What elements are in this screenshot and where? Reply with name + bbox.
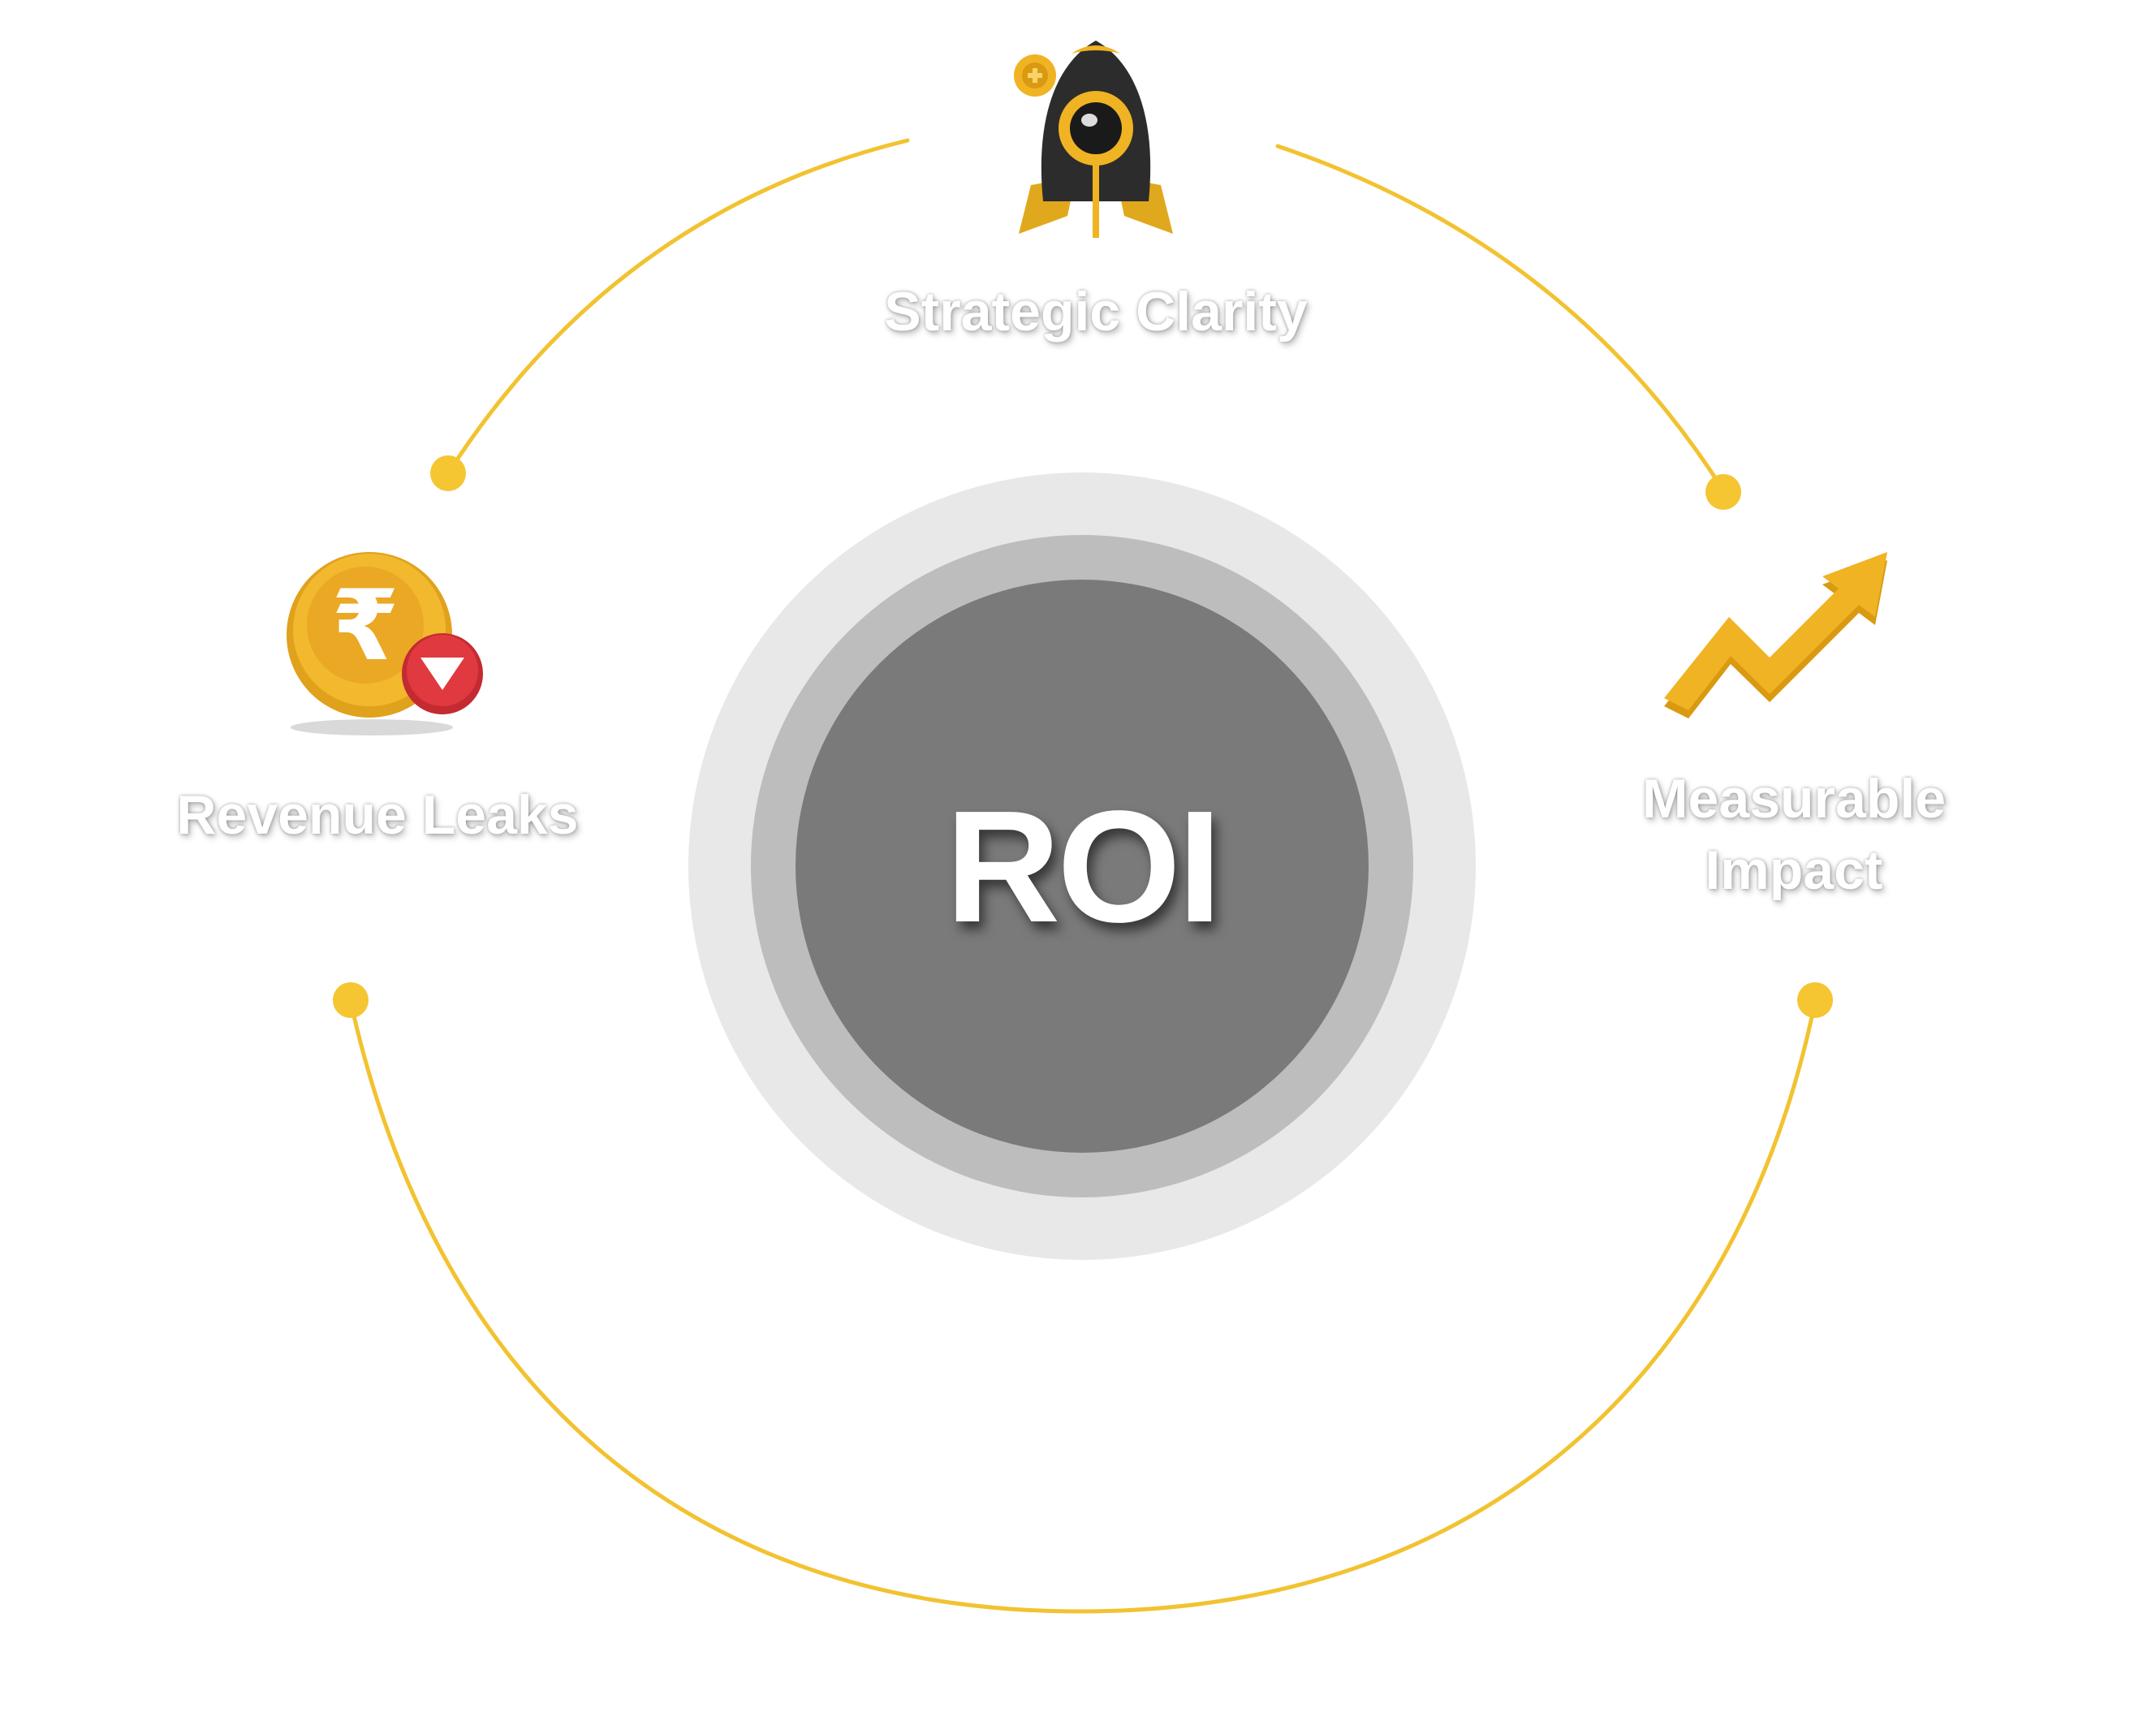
node-label-revenue-leaks: Revenue Leaks <box>176 784 579 846</box>
rocket-icon <box>1014 41 1173 238</box>
trend-up-arrow-icon <box>1664 552 1887 718</box>
roi-core: ROI <box>796 580 1369 1153</box>
node-label-strategic-clarity: Strategic Clarity <box>884 281 1308 343</box>
svg-text:₹: ₹ <box>331 570 399 683</box>
arc-bottom <box>348 999 1818 1614</box>
arc-top-right <box>1275 144 1726 493</box>
rupee-coin-down-icon: ₹ <box>287 552 483 735</box>
roi-label: ROI <box>945 777 1222 955</box>
dot-top-left <box>430 455 466 491</box>
dot-bottom-right <box>1797 982 1833 1018</box>
dot-top-right <box>1705 474 1741 510</box>
arc-top-left <box>446 138 910 476</box>
node-label-measurable-impact: Measurable Impact <box>1641 768 1947 902</box>
dot-bottom-left <box>333 982 369 1018</box>
